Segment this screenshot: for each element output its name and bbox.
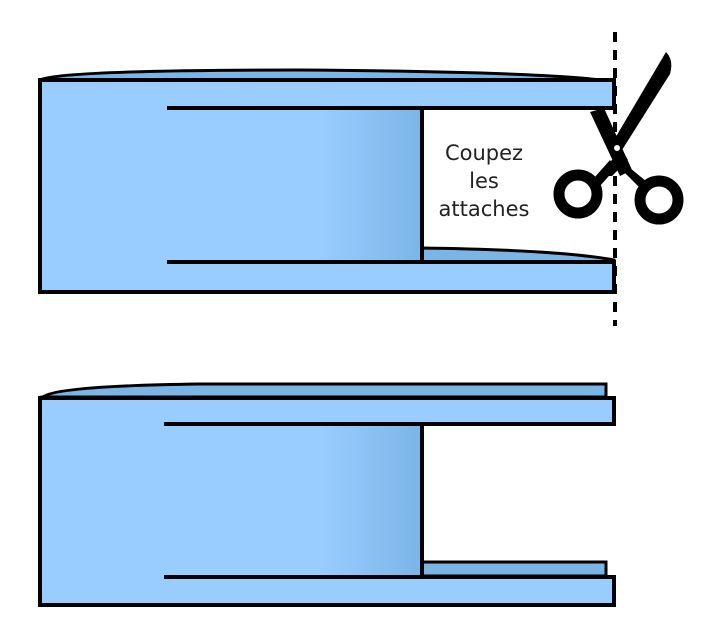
top-strap-cut xyxy=(40,382,608,403)
scissors-icon xyxy=(553,52,684,225)
cut-instruction-line-3: attaches xyxy=(439,197,530,221)
inner-box xyxy=(280,108,422,262)
after-cut-figure xyxy=(38,382,616,607)
bottom-strap-curve xyxy=(420,246,616,264)
bottom-strap-cut xyxy=(420,560,608,578)
cut-instruction-line-2: les xyxy=(469,169,499,193)
before-cut-figure xyxy=(38,68,616,294)
cut-instruction-line-1: Coupez xyxy=(445,141,523,165)
inner-box xyxy=(280,426,421,575)
